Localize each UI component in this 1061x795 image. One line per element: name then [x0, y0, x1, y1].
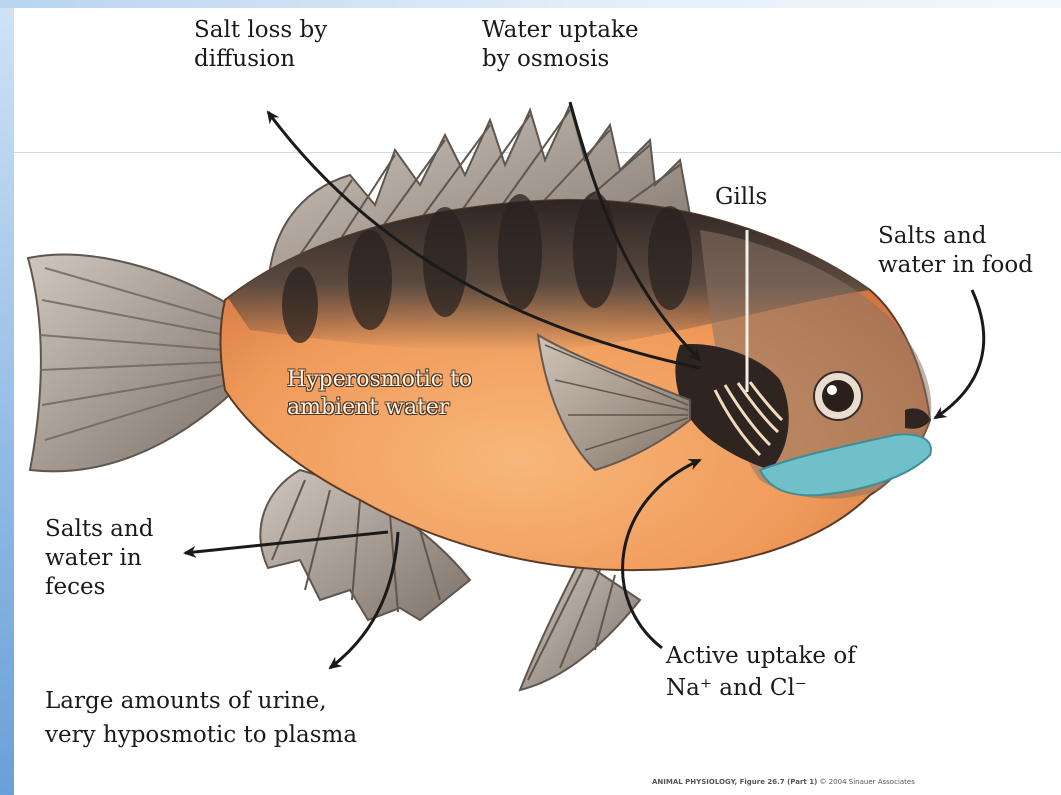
- label-salts-food-line2: water in food: [878, 251, 1033, 280]
- label-water-uptake-line1: Water uptake: [482, 16, 639, 45]
- figure-credit: ANIMAL PHYSIOLOGY, Figure 26.7 (Part 1) …: [652, 778, 915, 786]
- figure-credit-copyright: © 2004 Sinauer Associates: [820, 778, 915, 786]
- label-hyperosmotic-line2: ambient water: [287, 394, 472, 422]
- label-salt-loss: Salt loss by diffusion: [194, 16, 327, 74]
- label-gills: Gills: [715, 183, 767, 212]
- label-urine-line2: very hyposmotic to plasma: [45, 718, 357, 752]
- figure-credit-title: ANIMAL PHYSIOLOGY, Figure 26.7 (Part 1): [652, 778, 817, 786]
- label-gills-text: Gills: [715, 183, 767, 212]
- fish-eye: [814, 372, 862, 420]
- label-salt-loss-line1: Salt loss by: [194, 16, 327, 45]
- label-salts-food: Salts and water in food: [878, 222, 1033, 280]
- label-active-uptake-line2: Na⁺ and Cl⁻: [666, 672, 856, 704]
- label-salt-loss-line2: diffusion: [194, 45, 327, 74]
- label-salts-feces-line3: feces: [45, 573, 153, 602]
- label-water-uptake: Water uptake by osmosis: [482, 16, 639, 74]
- label-active-uptake-line1: Active uptake of: [666, 640, 856, 672]
- label-urine-line1: Large amounts of urine,: [45, 684, 357, 718]
- label-water-uptake-line2: by osmosis: [482, 45, 639, 74]
- arrow-food: [935, 290, 984, 418]
- label-urine: Large amounts of urine, very hyposmotic …: [45, 684, 357, 752]
- label-hyperosmotic: Hyperosmotic to ambient water: [287, 366, 472, 422]
- label-active-uptake: Active uptake of Na⁺ and Cl⁻: [666, 640, 856, 704]
- label-salts-feces: Salts and water in feces: [45, 515, 153, 602]
- label-hyperosmotic-line1: Hyperosmotic to: [287, 366, 472, 394]
- label-salts-feces-line1: Salts and: [45, 515, 153, 544]
- label-salts-feces-line2: water in: [45, 544, 153, 573]
- label-salts-food-line1: Salts and: [878, 222, 1033, 251]
